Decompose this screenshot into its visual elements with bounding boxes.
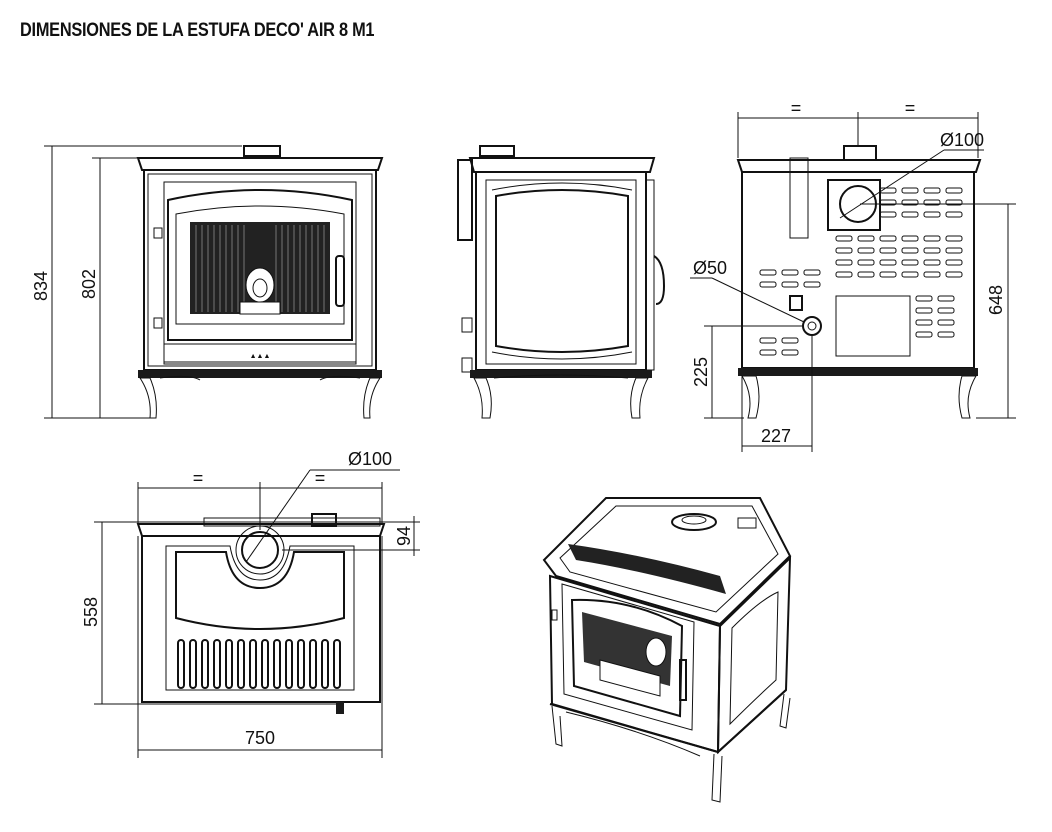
dim-802: 802 [79, 269, 99, 299]
dim-225: 225 [691, 357, 711, 387]
dim-equal-right: = [905, 98, 916, 118]
front-dimensions: 834 802 [31, 145, 242, 419]
dim-648: 648 [986, 285, 1006, 315]
front-view: ▲▲▲ [136, 145, 384, 419]
dim-equal-left: = [791, 98, 802, 118]
rear-view [736, 145, 982, 419]
rear-dimensions: = = Ø100 648 Ø50 225 227 [690, 98, 1016, 452]
dim-top-equal-left: = [193, 468, 204, 488]
firebox-grille [190, 222, 330, 315]
dim-top-equal-right: = [315, 468, 326, 488]
dim-750: 750 [245, 728, 275, 748]
dim-flue-diameter: Ø100 [940, 130, 984, 150]
perspective-view [542, 497, 792, 803]
dim-top-flue-diameter: Ø100 [348, 449, 392, 469]
dim-air-diameter: Ø50 [693, 258, 727, 278]
side-view [457, 145, 666, 419]
page-title: DIMENSIONES DE LA ESTUFA DECO' AIR 8 M1 [20, 20, 375, 41]
dim-558: 558 [81, 597, 101, 627]
dim-94: 94 [394, 526, 414, 546]
dim-227: 227 [761, 426, 791, 446]
top-vent-slots [177, 639, 341, 689]
svg-text:▲▲▲: ▲▲▲ [250, 353, 271, 360]
dim-834: 834 [31, 271, 51, 301]
top-view [136, 513, 386, 714]
top-dimensions: = = Ø100 94 558 750 [81, 449, 420, 758]
